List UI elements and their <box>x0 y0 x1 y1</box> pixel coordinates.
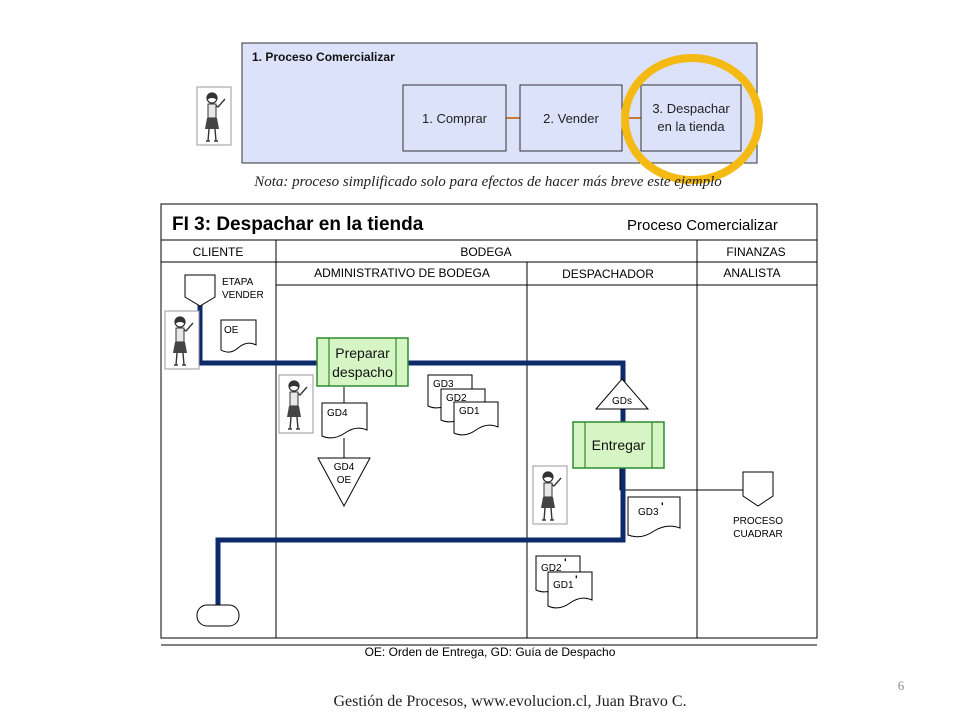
step-comprar[interactable]: 1. Comprar <box>402 84 507 152</box>
document-gd1-prime-label: GD1 <box>553 580 574 591</box>
person-icon-despachador <box>532 465 568 525</box>
document-gd1-label: GD1 <box>459 406 480 417</box>
archive-gd4-oe-line1: GD4 <box>334 462 355 473</box>
diagram-title: FI 3: Despachar en la tienda <box>172 214 424 235</box>
lane-cliente: CLIENTE <box>193 245 244 259</box>
flow-diagram: FI 3: Despachar en la tienda Proceso Com… <box>160 203 818 659</box>
document-gd4[interactable]: GD4 <box>321 402 368 439</box>
step-despachar-label-1: 3. Despachar <box>652 101 730 116</box>
archive-gd4-oe-line2: OE <box>337 475 352 486</box>
footer-text: Gestión de Procesos, www.evolucion.cl, J… <box>333 693 686 710</box>
connector-cuadrar-line2: CUADRAR <box>733 529 782 540</box>
person-icon-cliente <box>164 310 200 370</box>
document-gd2-label: GD2 <box>446 393 467 404</box>
lane-bodega: BODEGA <box>460 245 511 259</box>
document-oe[interactable]: OE <box>220 319 257 353</box>
activity-preparar-despacho[interactable]: Preparar despacho <box>316 337 409 387</box>
person-icon-admin-bodega <box>278 374 314 434</box>
document-gd3-prime-mark: ' <box>661 501 664 513</box>
document-gd3-prime[interactable]: GD3 ' <box>627 496 681 538</box>
note-text: Nota: proceso simplificado solo para efe… <box>253 174 722 190</box>
activity-preparar-line1: Preparar <box>335 345 390 361</box>
end-terminator[interactable] <box>196 604 240 627</box>
document-oe-label: OE <box>224 325 239 336</box>
top-panel-title: 1. Proceso Comercializar <box>252 50 395 64</box>
connector-etapa-vender[interactable]: ETAPA VENDER <box>184 274 264 307</box>
step-despachar[interactable]: 3. Despachar en la tienda <box>640 84 742 152</box>
page-number: 6 <box>898 678 905 693</box>
lane-finanzas: FINANZAS <box>726 245 785 259</box>
top-process-panel: 1. Proceso Comercializar 1. Comprar 2. V… <box>241 42 763 184</box>
activity-entregar[interactable]: Entregar <box>572 421 665 469</box>
legend-text: OE: Orden de Entrega, GD: Guía de Despac… <box>365 645 616 659</box>
archive-gd4-oe[interactable]: GD4 OE <box>317 457 371 508</box>
document-stack-gd[interactable]: GD3 GD2 GD1 <box>427 374 499 436</box>
lane-despachador: DESPACHADOR <box>562 267 654 281</box>
document-gd4-label: GD4 <box>327 408 348 419</box>
lane-admin-bodega: ADMINISTRATIVO DE BODEGA <box>314 266 490 280</box>
archive-gds-label: GDs <box>612 396 632 407</box>
step-comprar-label: 1. Comprar <box>422 111 488 126</box>
step-vender[interactable]: 2. Vender <box>519 84 623 152</box>
document-gd3-label: GD3 <box>433 379 454 390</box>
highlight-circle <box>621 54 763 184</box>
step-despachar-label-2: en la tienda <box>657 119 725 134</box>
connector-etapa-line2: VENDER <box>222 290 264 301</box>
top-person-icon <box>196 86 232 146</box>
connector-etapa-line1: ETAPA <box>222 277 254 288</box>
step-vender-label: 2. Vender <box>543 111 599 126</box>
diagram-process-name: Proceso Comercializar <box>627 217 778 234</box>
activity-preparar-line2: despacho <box>332 364 393 380</box>
lane-analista: ANALISTA <box>723 266 780 280</box>
document-stack-gd-prime[interactable]: GD2 ' GD1 ' <box>535 555 593 609</box>
activity-entregar-label: Entregar <box>592 437 646 453</box>
connector-proceso-cuadrar[interactable]: PROCESO CUADRAR <box>733 471 783 540</box>
connector-cuadrar-line1: PROCESO <box>733 516 783 527</box>
document-gd2-prime-label: GD2 <box>541 563 562 574</box>
archive-gds[interactable]: GDs <box>594 378 650 410</box>
document-gd1-prime-mark: ' <box>575 574 578 586</box>
document-gd3-prime-label: GD3 <box>638 507 659 518</box>
document-gd2-prime-mark: ' <box>564 557 567 569</box>
